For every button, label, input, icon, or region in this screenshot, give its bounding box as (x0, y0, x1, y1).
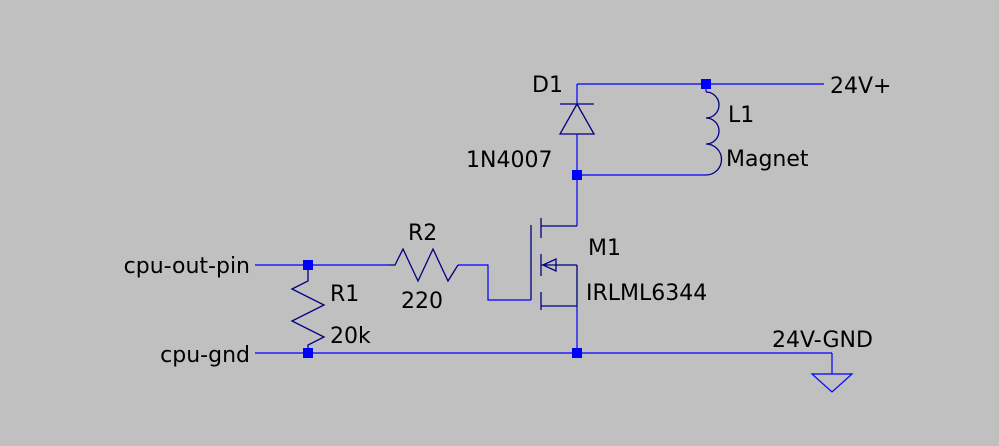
d1-ref-label: D1 (532, 73, 563, 98)
labels: cpu-out-pin cpu-gnd 24V+ 24V-GND D1 1N40… (124, 73, 892, 368)
junction-dot (572, 170, 582, 180)
net-label-cpu-out-pin: cpu-out-pin (124, 254, 250, 279)
net-label-cpu-gnd: cpu-gnd (160, 343, 250, 368)
junctions (303, 79, 711, 358)
resistor-r2-zigzag (388, 247, 459, 283)
junction-dot (303, 260, 313, 270)
ground-icon (810, 373, 854, 393)
junction-dot (572, 348, 582, 358)
resistor-r1-zigzag (290, 265, 326, 353)
l1-ref-label: L1 (728, 103, 754, 128)
m1-ref-label: M1 (588, 236, 621, 261)
mosfet-arrow-icon (541, 257, 557, 273)
diode-triangle (558, 102, 596, 135)
inductor-l1-coil (705, 91, 723, 176)
wire-r2-to-gate (458, 264, 531, 301)
wires (255, 83, 833, 374)
net-label-24v-pos: 24V+ (830, 74, 891, 99)
l1-value-label: Magnet (726, 147, 809, 172)
r1-ref-label: R1 (330, 282, 359, 307)
junction-dot (303, 348, 313, 358)
r2-ref-label: R2 (408, 221, 437, 246)
d1-value-label: 1N4007 (466, 148, 552, 173)
net-label-24v-gnd: 24V-GND (772, 328, 873, 353)
r1-value-label: 20k (330, 324, 371, 349)
r2-value-label: 220 (401, 289, 443, 314)
junction-dot (701, 79, 711, 89)
m1-value-label: IRLML6344 (586, 281, 707, 306)
diode-d1 (558, 102, 596, 135)
mosfet-m1 (530, 218, 578, 310)
